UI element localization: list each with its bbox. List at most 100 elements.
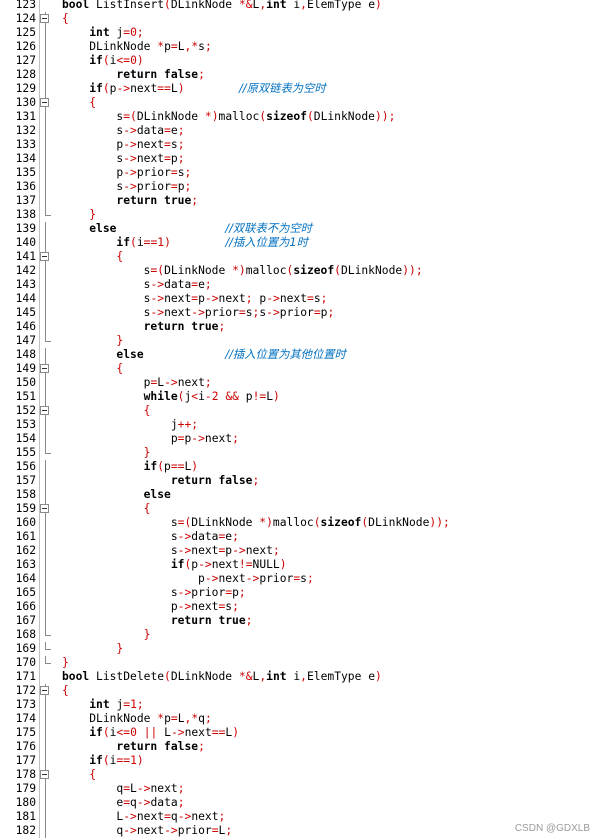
fold-collapse-icon[interactable]	[39, 362, 53, 376]
code-line[interactable]: 148 else //插入位置为其他位置时	[0, 348, 599, 362]
fold-guide-line	[39, 180, 53, 194]
line-number: 168	[15, 628, 36, 641]
code-line[interactable]: 132 s->data=e;	[0, 124, 599, 138]
code-text: s->data=e;	[170, 530, 239, 543]
code-line[interactable]: 151 while(j<i-2 && p!=L)	[0, 390, 599, 404]
code-line[interactable]: 176 return false;	[0, 740, 599, 754]
code-line[interactable]: 182 q->next->prior=L;	[0, 824, 599, 838]
fold-collapse-icon[interactable]	[39, 12, 53, 26]
code-line[interactable]: 161 s->data=e;	[0, 530, 599, 544]
code-line[interactable]: 128 return false;	[0, 68, 599, 82]
code-line[interactable]: 138 }	[0, 208, 599, 222]
code-line[interactable]: 160 s=(DLinkNode *)malloc(sizeof(DLinkNo…	[0, 516, 599, 530]
line-number: 182	[15, 824, 36, 837]
code-text: if(i<=0)	[89, 54, 144, 67]
code-line[interactable]: 141 {	[0, 250, 599, 264]
code-line[interactable]: 167 return true;	[0, 614, 599, 628]
line-number: 169	[15, 642, 36, 655]
code-line[interactable]: 139 else //双联表不为空时	[0, 222, 599, 236]
code-text: return true;	[116, 194, 199, 207]
code-line[interactable]: 150 p=L->next;	[0, 376, 599, 390]
code-line[interactable]: 131 s=(DLinkNode *)malloc(sizeof(DLinkNo…	[0, 110, 599, 124]
fold-collapse-icon[interactable]	[39, 250, 53, 264]
code-line[interactable]: 177 if(i==1)	[0, 754, 599, 768]
code-line[interactable]: 137 return true;	[0, 194, 599, 208]
line-number: 177	[15, 754, 36, 767]
code-text: DLinkNode *p=L,*s;	[89, 40, 212, 53]
code-line[interactable]: 155 }	[0, 446, 599, 460]
code-line[interactable]: 180 e=q->data;	[0, 796, 599, 810]
code-line[interactable]: 146 return true;	[0, 320, 599, 334]
code-line[interactable]: 165 s->prior=p;	[0, 586, 599, 600]
code-line[interactable]: 169 }	[0, 642, 599, 656]
code-line[interactable]: 173 int j=1;	[0, 698, 599, 712]
line-number: 181	[15, 810, 36, 823]
code-line[interactable]: 135 p->prior=s;	[0, 166, 599, 180]
gutter-separator	[39, 320, 40, 334]
code-line[interactable]: 142 s=(DLinkNode *)malloc(sizeof(DLinkNo…	[0, 264, 599, 278]
code-line[interactable]: 157 return false;	[0, 474, 599, 488]
code-line[interactable]: 149 {	[0, 362, 599, 376]
fold-collapse-icon[interactable]	[39, 684, 53, 698]
code-line[interactable]: 133 p->next=s;	[0, 138, 599, 152]
gutter-separator	[39, 376, 40, 390]
fold-guide-line	[39, 810, 53, 824]
code-line[interactable]: 145 s->next->prior=s;s->prior=p;	[0, 306, 599, 320]
code-text: if(p->next!=NULL)	[170, 558, 287, 571]
code-line[interactable]: 170}	[0, 656, 599, 670]
gutter-separator	[39, 628, 40, 642]
code-line[interactable]: 152 {	[0, 404, 599, 418]
fold-end-marker	[39, 208, 53, 222]
code-line[interactable]: 125 int j=0;	[0, 26, 599, 40]
code-line[interactable]: 129 if(p->next==L) //原双链表为空时	[0, 82, 599, 96]
code-line[interactable]: 130 {	[0, 96, 599, 110]
code-line[interactable]: 166 p->next=s;	[0, 600, 599, 614]
gutter-separator	[39, 264, 40, 278]
code-line[interactable]: 162 s->next=p->next;	[0, 544, 599, 558]
fold-guide-line	[39, 740, 53, 754]
code-line[interactable]: 140 if(i==1) //插入位置为1时	[0, 236, 599, 250]
code-line[interactable]: 127 if(i<=0)	[0, 54, 599, 68]
fold-guide-line	[39, 166, 53, 180]
code-line[interactable]: 159 {	[0, 502, 599, 516]
code-line[interactable]: 147 }	[0, 334, 599, 348]
fold-collapse-icon[interactable]	[39, 404, 53, 418]
gutter-separator	[39, 698, 40, 712]
fold-guide-line	[39, 124, 53, 138]
code-line[interactable]: 174 DLinkNode *p=L,*q;	[0, 712, 599, 726]
line-number: 124	[15, 12, 36, 25]
code-line[interactable]: 154 p=p->next;	[0, 432, 599, 446]
fold-end-marker	[39, 628, 53, 642]
code-line[interactable]: 172{	[0, 684, 599, 698]
fold-collapse-icon[interactable]	[39, 768, 53, 782]
line-number: 136	[15, 180, 36, 193]
code-line[interactable]: 136 s->prior=p;	[0, 180, 599, 194]
code-line[interactable]: 156 if(p==L)	[0, 460, 599, 474]
fold-guide-line	[39, 54, 53, 68]
code-line[interactable]: 179 q=L->next;	[0, 782, 599, 796]
code-line[interactable]: 126 DLinkNode *p=L,*s;	[0, 40, 599, 54]
code-line[interactable]: 164 p->next->prior=s;	[0, 572, 599, 586]
code-line[interactable]: 143 s->data=e;	[0, 278, 599, 292]
fold-guide-line	[39, 712, 53, 726]
code-line[interactable]: 181 L->next=q->next;	[0, 810, 599, 824]
code-line[interactable]: 153 j++;	[0, 418, 599, 432]
csdn-watermark: CSDN @GDXLB	[514, 823, 590, 834]
line-number: 137	[15, 194, 36, 207]
fold-collapse-icon[interactable]	[39, 502, 53, 516]
fold-guide-line	[39, 222, 53, 236]
fold-end-marker	[39, 446, 53, 460]
line-number: 167	[15, 614, 36, 627]
code-line[interactable]: 124{	[0, 12, 599, 26]
code-line[interactable]: 144 s->next=p->next; p->next=s;	[0, 292, 599, 306]
code-line[interactable]: 134 s->next=p;	[0, 152, 599, 166]
code-line[interactable]: 158 else	[0, 488, 599, 502]
code-line[interactable]: 168 }	[0, 628, 599, 642]
code-line[interactable]: 163 if(p->next!=NULL)	[0, 558, 599, 572]
fold-collapse-icon[interactable]	[39, 96, 53, 110]
code-line[interactable]: 175 if(i<=0 || L->next==L)	[0, 726, 599, 740]
code-line[interactable]: 178 {	[0, 768, 599, 782]
